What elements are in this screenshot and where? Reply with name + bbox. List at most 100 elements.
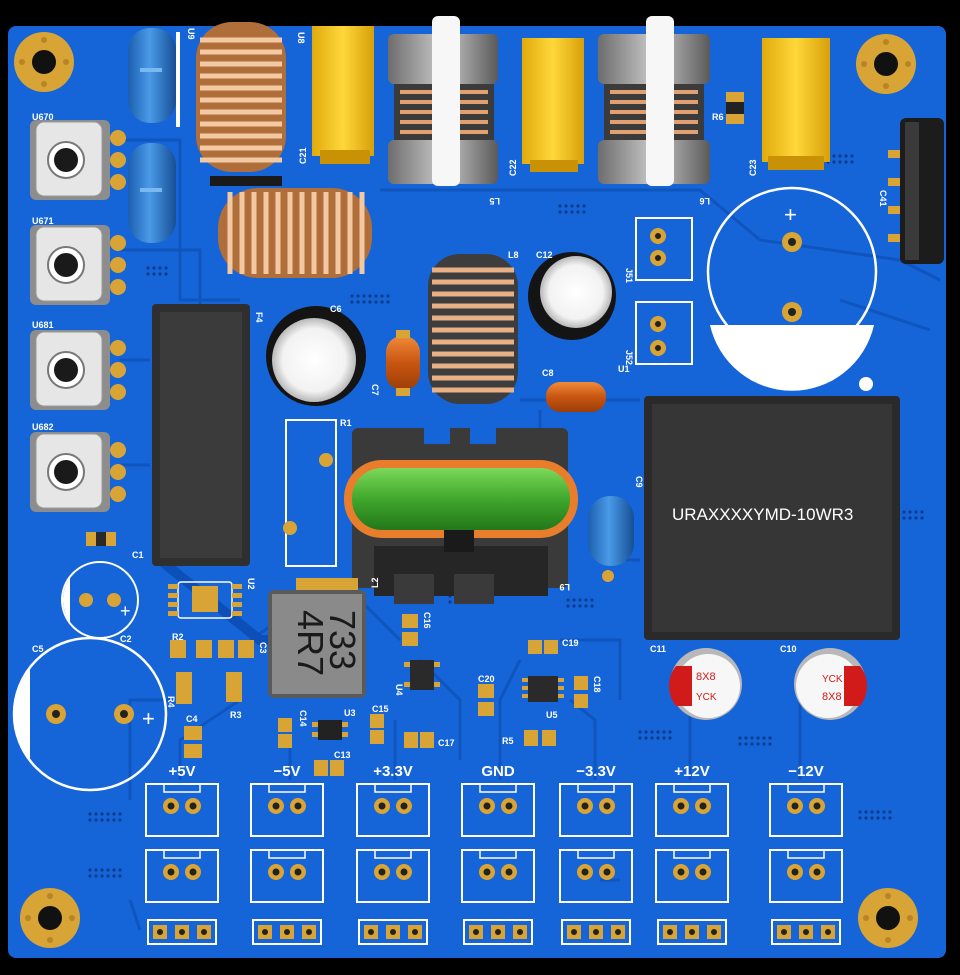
designator-c3: C3 <box>258 642 268 654</box>
rail-label: −12V <box>788 763 823 780</box>
module-marking: URAXXXXYMD-10WR3 <box>672 505 853 524</box>
designator-u681: U681 <box>32 320 54 330</box>
rail-column: GND <box>461 763 535 945</box>
film-capacitor-c21 <box>312 26 374 164</box>
header-3pin <box>252 919 322 945</box>
regulator-column <box>30 120 126 512</box>
designator-c11: C11 <box>650 644 666 654</box>
smd-passives-left <box>86 532 254 758</box>
polarity-plus-icon: + <box>120 601 131 621</box>
header-j52 <box>635 301 693 365</box>
designator-c14: C14 <box>298 710 308 727</box>
cap-brand-c10: YCK <box>822 674 843 685</box>
ceramic-capacitor-c7 <box>386 330 420 396</box>
designator-c13: C13 <box>334 750 351 760</box>
designator-c1: C1 <box>132 550 144 560</box>
film-capacitor-c23 <box>762 38 830 170</box>
power-module-u1: URAXXXXYMD-10WR3 <box>644 396 900 640</box>
output-rail-connectors: +5V −5V +3.3V GND −3.3V +12V −12V <box>145 763 843 945</box>
header-3pin <box>657 919 727 945</box>
rail-label: −3.3V <box>576 763 616 780</box>
terminal-2pin <box>461 849 535 903</box>
common-mode-choke-l6 <box>598 16 710 186</box>
pin1-marker <box>859 377 873 391</box>
terminal-2pin <box>145 783 219 837</box>
toroid-inductor-middle <box>218 188 372 278</box>
rail-column: −12V <box>769 763 843 945</box>
film-capacitor-c22 <box>522 38 584 172</box>
designator-l8: L8 <box>508 250 519 260</box>
designator-r4: R4 <box>166 696 176 708</box>
rail-label: +12V <box>674 763 709 780</box>
rail-label: +5V <box>168 763 195 780</box>
designator-c8: C8 <box>542 368 554 378</box>
terminal-2pin <box>145 849 219 903</box>
designator-u670: U670 <box>32 112 54 122</box>
designator-j52: J52 <box>624 350 634 365</box>
rail-column: +5V <box>145 763 219 945</box>
designator-c15: C15 <box>372 704 389 714</box>
designator-c16: C16 <box>422 612 432 629</box>
designator-r3: R3 <box>230 710 242 720</box>
terminal-2pin <box>769 849 843 903</box>
common-mode-choke-l5 <box>388 16 498 186</box>
header-3pin <box>147 919 217 945</box>
terminal-2pin <box>250 783 324 837</box>
electrolytic-capacitor-c6 <box>266 306 366 406</box>
designator-r1: R1 <box>340 418 352 428</box>
designator-c10: C10 <box>780 644 797 654</box>
terminal-2pin <box>655 849 729 903</box>
electrolytic-footprint-right: + <box>706 186 878 391</box>
designator-u9: U9 <box>186 28 196 40</box>
mounting-hole-top-right <box>856 34 916 94</box>
header-3pin <box>358 919 428 945</box>
designator-c18: C18 <box>592 676 602 693</box>
designator-c21: C21 <box>298 147 308 164</box>
terminal-2pin <box>559 849 633 903</box>
rail-label: GND <box>481 763 515 780</box>
cap-value-c11: 8X8 <box>696 671 716 683</box>
cap-value-c10: 8X8 <box>822 691 842 703</box>
terminal-2pin <box>655 783 729 837</box>
regulator-u670 <box>30 120 126 200</box>
terminal-2pin <box>559 783 633 837</box>
rail-column: +3.3V <box>356 763 430 945</box>
designator-c4: C4 <box>186 714 198 724</box>
smd-passives-center <box>278 614 588 776</box>
designator-c19: C19 <box>562 638 579 648</box>
polarity-plus-icon: + <box>784 202 797 227</box>
electrolytic-capacitor-c12 <box>528 252 616 340</box>
rail-label: −5V <box>273 763 300 780</box>
designator-l5: L5 <box>489 196 500 206</box>
designator-u4: U4 <box>394 684 404 696</box>
terminal-2pin <box>461 783 535 837</box>
blue-capacitors-u9 <box>128 28 180 243</box>
rail-column: −5V <box>250 763 324 945</box>
designator-c5: C5 <box>32 644 44 654</box>
designator-f4: F4 <box>254 312 264 323</box>
terminal-2pin <box>769 783 843 837</box>
designator-u671: U671 <box>32 216 54 226</box>
silkscreen-designators: U670 U671 U681 U682 U9 U8 C21 C22 C23 L5… <box>32 28 888 760</box>
designator-c41: C41 <box>878 190 888 207</box>
mounting-holes <box>14 32 918 948</box>
designator-u3: U3 <box>344 708 356 718</box>
connector-c41 <box>888 118 944 264</box>
designator-c2: C2 <box>120 634 132 644</box>
designator-r2: R2 <box>172 632 184 642</box>
regulator-u682 <box>30 432 126 512</box>
designator-l9: L9 <box>559 582 570 592</box>
designator-l6: L6 <box>699 196 710 206</box>
designator-c12: C12 <box>536 250 553 260</box>
header-j51 <box>635 217 693 281</box>
header-3pin <box>463 919 533 945</box>
designator-l2: L2 <box>370 577 380 588</box>
mounting-hole-bottom-right <box>858 888 918 948</box>
electrolytic-footprint-c5: + <box>12 636 168 792</box>
header-3pin <box>771 919 841 945</box>
power-inductor-4r7: 4R7 733 <box>268 578 366 698</box>
terminal-2pin <box>356 849 430 903</box>
inductor-marking-line1: 4R7 <box>290 610 331 676</box>
